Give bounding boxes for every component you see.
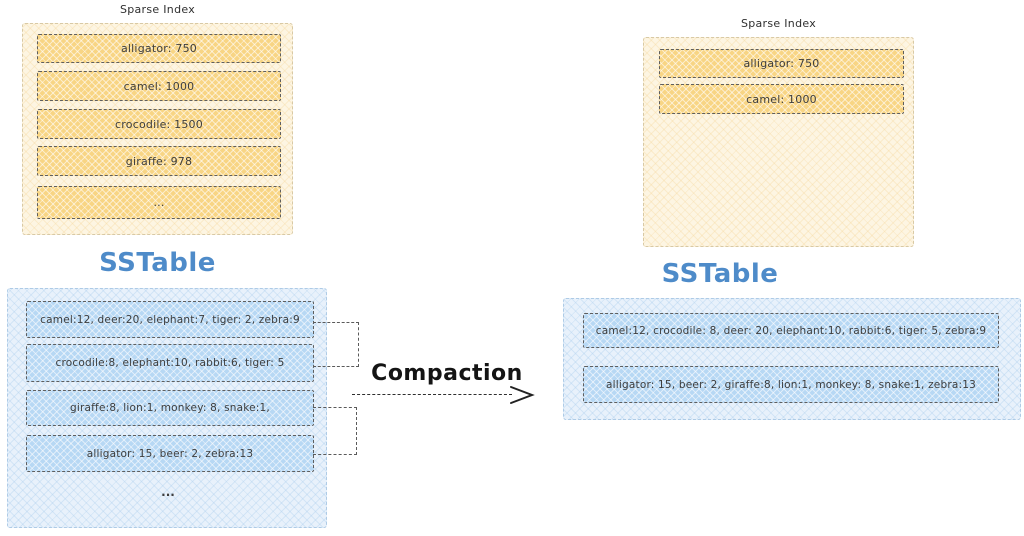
merge-bracket-bottom <box>313 407 357 455</box>
sparse-index-entry: giraffe: 978 <box>37 146 281 176</box>
sparse-index-entry: camel: 1000 <box>659 84 904 114</box>
left-sstable-box: camel:12, deer:20, elephant:7, tiger: 2,… <box>7 288 327 528</box>
compaction-arrow-line <box>352 394 512 395</box>
sstable-segment: camel:12, deer:20, elephant:7, tiger: 2,… <box>26 301 314 338</box>
sstable-ellipsis: ... <box>161 485 175 499</box>
left-sstable-label: SSTable <box>99 248 216 278</box>
sparse-index-entry: alligator: 750 <box>37 34 281 63</box>
sparse-index-entry: crocodile: 1500 <box>37 109 281 139</box>
compaction-label: Compaction <box>371 361 523 386</box>
right-sparse-index-title: Sparse Index <box>740 17 817 30</box>
sparse-index-entry: camel: 1000 <box>37 71 281 101</box>
right-sstable-box: camel:12, crocodile: 8, deer: 20, elepha… <box>563 298 1021 420</box>
merge-bracket-top <box>313 322 359 367</box>
sstable-segment: camel:12, crocodile: 8, deer: 20, elepha… <box>583 313 999 348</box>
compaction-arrowhead-icon <box>510 386 535 404</box>
sstable-segment: alligator: 15, beer: 2, zebra:13 <box>26 435 314 472</box>
right-sstable-label: SSTable <box>661 259 779 289</box>
sstable-segment: crocodile:8, elephant:10, rabbit:6, tige… <box>26 344 314 382</box>
left-sparse-index-box: alligator: 750 camel: 1000 crocodile: 15… <box>22 23 293 235</box>
sstable-segment: alligator: 15, beer: 2, giraffe:8, lion:… <box>583 366 999 403</box>
right-sparse-index-box: alligator: 750 camel: 1000 <box>643 37 914 247</box>
left-sparse-index-title: Sparse Index <box>119 3 196 16</box>
sstable-segment: giraffe:8, lion:1, monkey: 8, snake:1, <box>26 390 314 426</box>
sparse-index-entry-ellipsis: ... <box>37 186 281 219</box>
sparse-index-entry: alligator: 750 <box>659 49 904 78</box>
